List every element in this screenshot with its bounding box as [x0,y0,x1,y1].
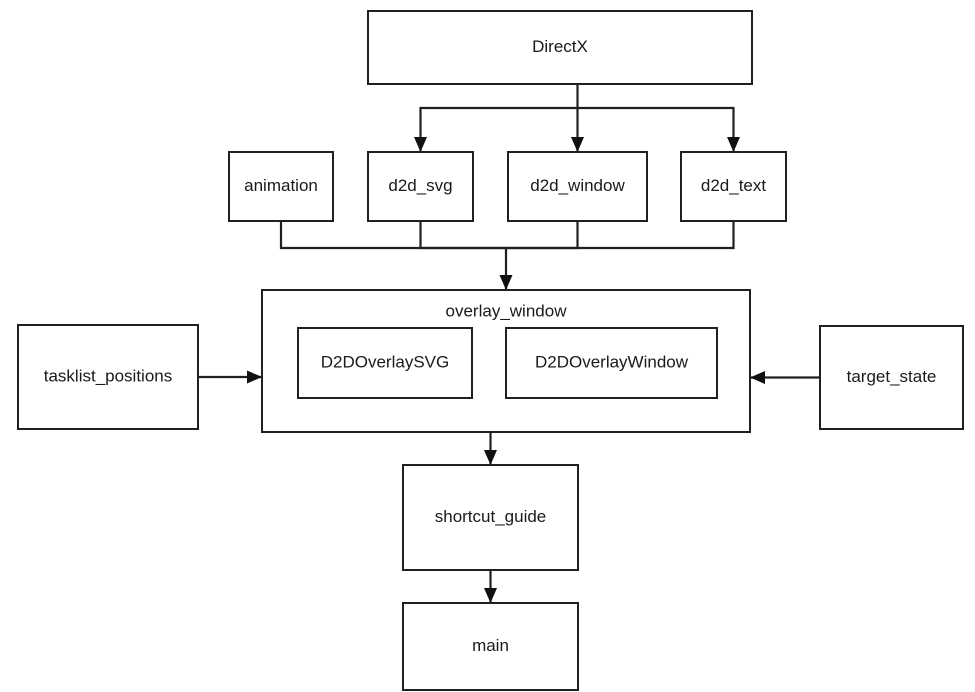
node-directx[interactable]: DirectX [368,11,752,84]
edge-d2d_svg-to-overlay [419,221,506,250]
node-label-target_state: target_state [847,367,937,386]
edge-path [577,106,735,152]
arrowhead-icon [499,275,513,290]
node-main[interactable]: main [403,603,578,690]
edge-shortcut_guide-to-main [484,570,497,603]
node-label-animation: animation [244,176,318,195]
node-label-d2doverlaysvg: D2DOverlaySVG [321,352,449,371]
node-shortcut_guide[interactable]: shortcut_guide [403,465,578,570]
node-box-target_state [820,326,963,429]
node-label-shortcut_guide: shortcut_guide [435,507,547,526]
arrowhead-icon [484,450,497,465]
node-d2doverlaysvg[interactable]: D2DOverlaySVG [298,328,472,398]
node-target_state[interactable]: target_state [820,326,963,429]
edge-merge-drop-to-overlay [499,248,513,290]
edge-path [506,221,735,250]
node-label-main: main [472,636,509,655]
edge-tasklist-to-overlay [198,370,262,384]
edge-path [419,221,506,250]
arrowhead-icon [727,137,740,152]
node-d2doverlaywindow[interactable]: D2DOverlayWindow [506,328,717,398]
arrowhead-icon [750,371,765,384]
node-label-d2d_window: d2d_window [530,176,625,195]
edge-d2d_window-to-overlay [506,221,579,250]
nodes-layer: DirectX animation d2d_svg d2d_window d2d_tex… [18,11,963,690]
node-box-animation [229,152,333,221]
node-label-d2d_text: d2d_text [701,176,766,195]
node-box-tasklist_positions [18,325,198,429]
edge-path [419,106,578,152]
arrowhead-icon [414,137,427,152]
node-tasklist_positions[interactable]: tasklist_positions [18,325,198,429]
edge-overlay-to-shortcut_guide [484,432,497,465]
node-box-d2d_svg [368,152,473,221]
node-animation[interactable]: animation [229,152,333,221]
node-label-overlay_window: overlay_window [446,301,568,320]
edge-d2d_text-to-overlay [506,221,735,250]
node-d2d_svg[interactable]: d2d_svg [368,152,473,221]
node-label-tasklist_positions: tasklist_positions [44,366,173,385]
node-d2d_window[interactable]: d2d_window [508,152,647,221]
edge-path [506,221,579,250]
node-box-d2doverlaysvg [298,328,472,398]
arrowhead-icon [571,137,584,152]
edge-animation-to-overlay [279,221,506,250]
node-label-d2d_svg: d2d_svg [388,176,452,195]
node-d2d_text[interactable]: d2d_text [681,152,786,221]
node-label-directx: DirectX [532,37,588,56]
edge-directx-to-d2d_text [577,106,740,152]
edge-path [279,221,506,250]
edge-target_state-to-overlay [750,371,820,384]
edge-directx-to-d2d_svg [414,106,578,152]
arrowhead-icon [247,370,262,384]
edge-directx-to-d2d_window [571,84,584,152]
node-box-d2d_window [508,152,647,221]
node-box-d2doverlaywindow [506,328,717,398]
node-box-d2d_text [681,152,786,221]
node-box-shortcut_guide [403,465,578,570]
node-label-d2doverlaywindow: D2DOverlayWindow [535,352,689,371]
arrowhead-icon [484,588,497,603]
node-box-directx [368,11,752,84]
node-box-main [403,603,578,690]
edges-layer [198,84,820,603]
